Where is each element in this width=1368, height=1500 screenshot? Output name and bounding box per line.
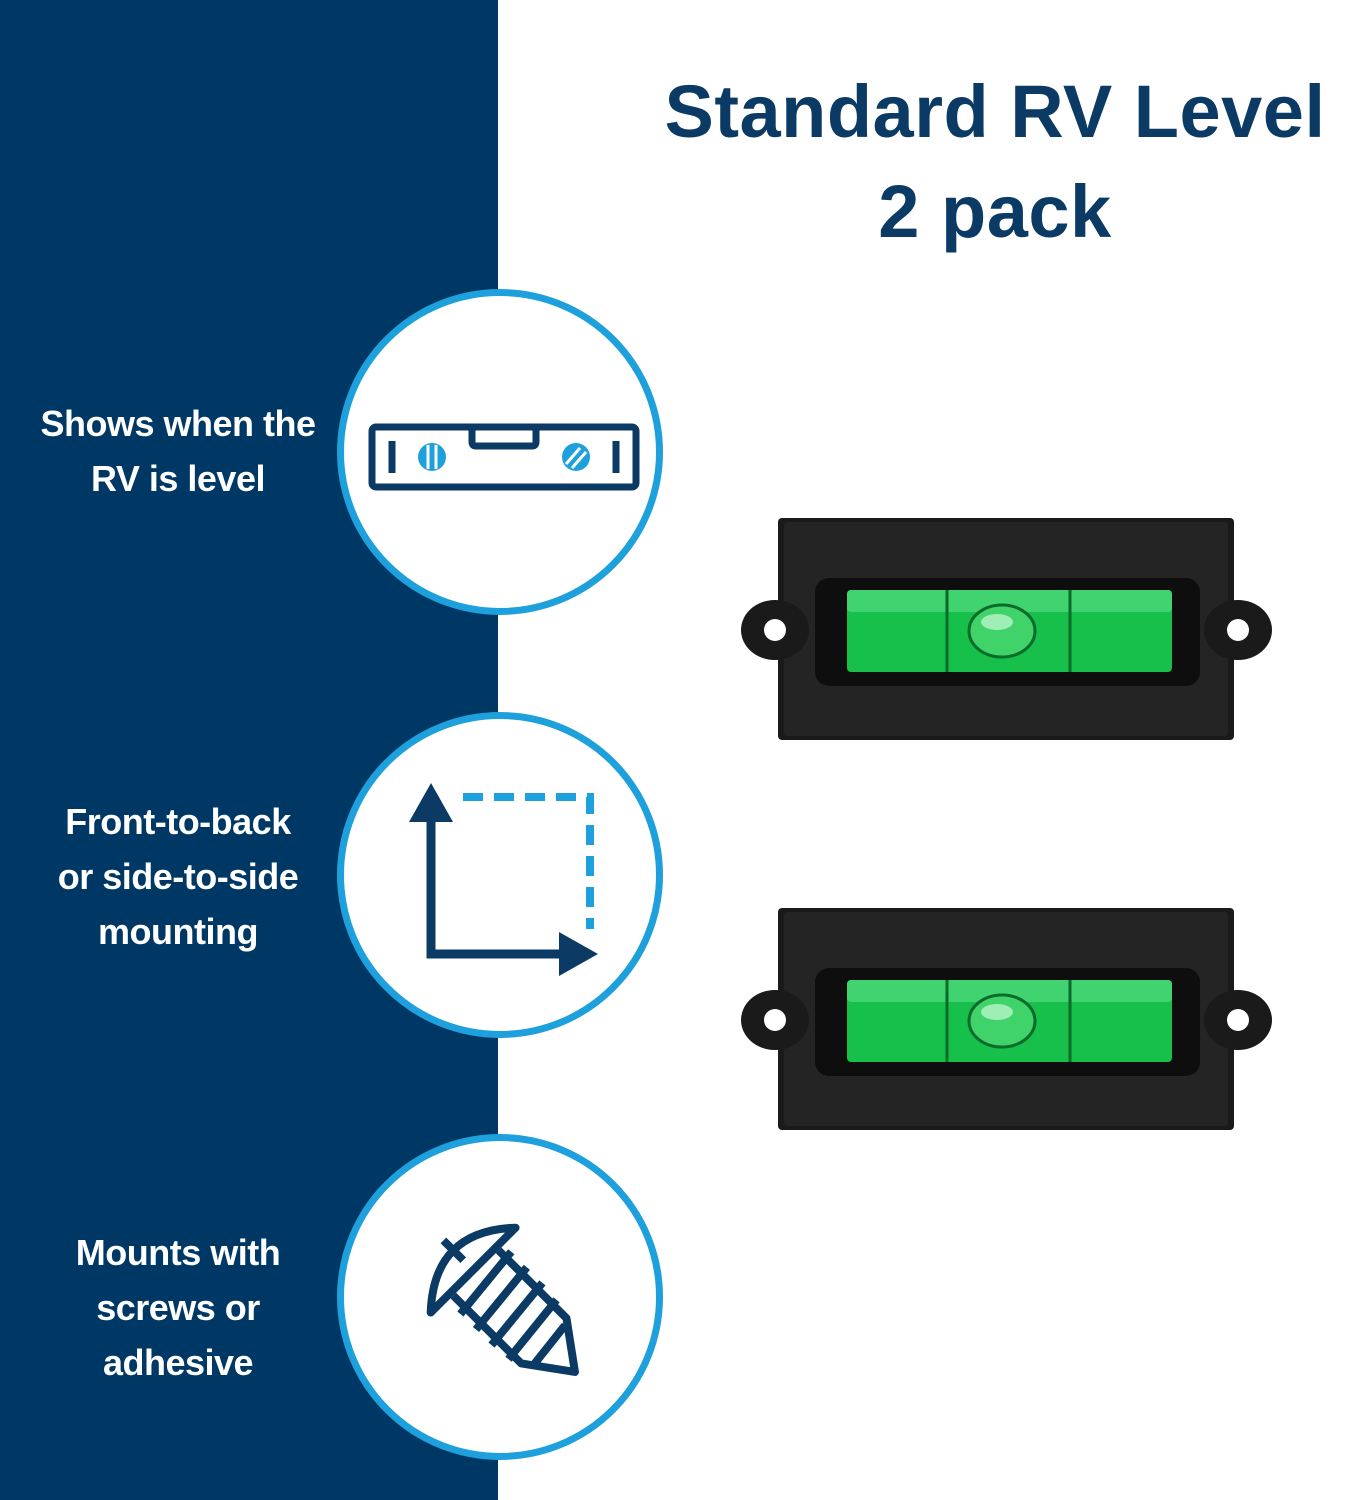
feature-label-screws: Mounts with screws or adhesive bbox=[20, 1225, 336, 1390]
title-line-1: Standard RV Level bbox=[664, 70, 1326, 153]
feature-label-line: mounting bbox=[98, 911, 258, 952]
screw-icon bbox=[426, 1223, 579, 1376]
feature-label-line: RV is level bbox=[91, 458, 265, 499]
bubble-level-product bbox=[741, 518, 1272, 740]
feature-label-line: screws or bbox=[96, 1287, 260, 1328]
feature-label-mounting: Front-to-back or side-to-side mounting bbox=[20, 794, 336, 959]
feature-circle-screws bbox=[337, 1134, 663, 1460]
product-level-2 bbox=[735, 900, 1285, 1140]
right-angle-arrows-icon bbox=[409, 783, 598, 976]
bubble-level-product bbox=[741, 908, 1272, 1130]
feature-circle-level bbox=[337, 289, 663, 615]
feature-label-line: Front-to-back bbox=[65, 801, 291, 842]
feature-label-line: Mounts with bbox=[75, 1232, 281, 1273]
title-line-2: 2 pack bbox=[878, 170, 1112, 253]
bubble-level-icon bbox=[368, 423, 640, 491]
feature-circle-mounting bbox=[337, 712, 663, 1038]
feature-label-level: Shows when the RV is level bbox=[20, 396, 336, 506]
feature-label-line: or side-to-side bbox=[57, 856, 299, 897]
page-title: Standard RV Level 2 pack bbox=[560, 62, 1368, 262]
feature-label-line: Shows when the bbox=[40, 403, 316, 444]
product-level-1 bbox=[735, 510, 1285, 750]
feature-label-line: adhesive bbox=[102, 1342, 254, 1383]
